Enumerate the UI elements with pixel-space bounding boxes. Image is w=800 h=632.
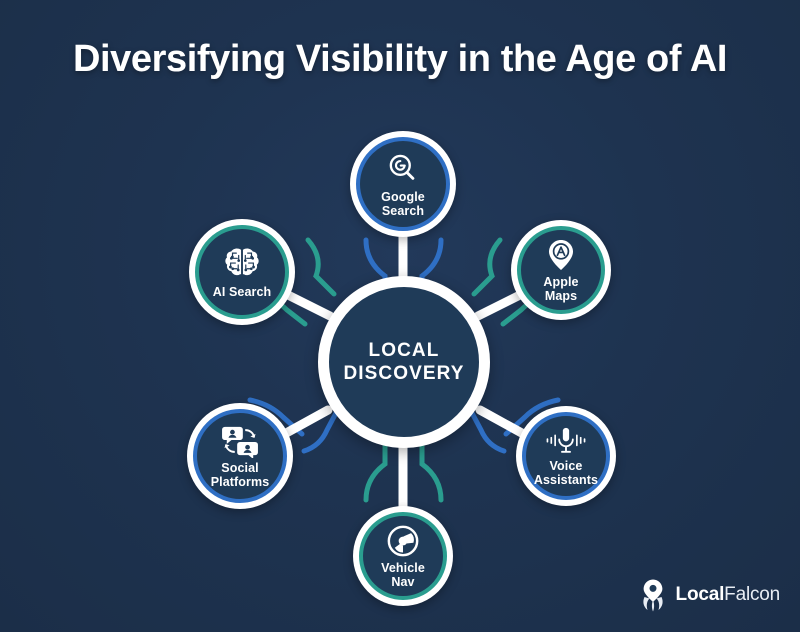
brain-circuit-icon xyxy=(225,248,259,275)
node-ai-search[interactable]: AI Search xyxy=(189,219,295,325)
falcon-pin-icon xyxy=(642,579,663,612)
page-title: Diversifying Visibility in the Age of AI xyxy=(72,38,728,80)
localfalcon-logo[interactable]: LocalFalcon xyxy=(638,578,780,612)
node-vehicle-nav-inner: Vehicle Nav xyxy=(359,512,447,600)
hub-label: LOCAL DISCOVERY xyxy=(343,339,465,384)
node-vehicle-nav-label: Vehicle Nav xyxy=(381,560,425,589)
steering-wheel-icon xyxy=(387,525,419,556)
node-apple-maps-label: Apple Maps xyxy=(543,274,579,303)
node-voice-assistants-label: Voice Assistants xyxy=(533,458,599,487)
map-pin-apple-icon xyxy=(549,239,573,270)
node-ai-search-label: AI Search xyxy=(212,284,272,299)
node-google-search-label: Google Search xyxy=(381,189,425,218)
node-social-platforms-label: Social Platforms xyxy=(210,460,270,489)
node-voice-assistants[interactable]: Voice Assistants xyxy=(516,406,616,506)
node-voice-assistants-inner: Voice Assistants xyxy=(522,412,610,500)
logo-text-light: Falcon xyxy=(724,584,780,605)
logo-text-bold: Local xyxy=(675,584,725,605)
node-apple-maps-inner: Apple Maps xyxy=(517,226,605,314)
node-google-search[interactable]: Google Search xyxy=(350,131,456,237)
hub-local-discovery[interactable]: LOCAL DISCOVERY xyxy=(318,276,490,448)
logo-text: LocalFalcon xyxy=(675,584,781,606)
node-social-platforms-inner: Social Platforms xyxy=(193,409,287,503)
connector-accents xyxy=(247,237,561,503)
microphone-icon xyxy=(546,427,586,453)
node-apple-maps[interactable]: Apple Maps xyxy=(511,220,611,320)
node-vehicle-nav[interactable]: Vehicle Nav xyxy=(353,506,453,606)
node-google-search-inner: Google Search xyxy=(356,137,450,231)
google-search-icon xyxy=(389,154,415,180)
social-chat-icon xyxy=(222,426,258,458)
node-ai-search-inner: AI Search xyxy=(195,225,289,319)
node-social-platforms[interactable]: Social Platforms xyxy=(187,403,293,509)
